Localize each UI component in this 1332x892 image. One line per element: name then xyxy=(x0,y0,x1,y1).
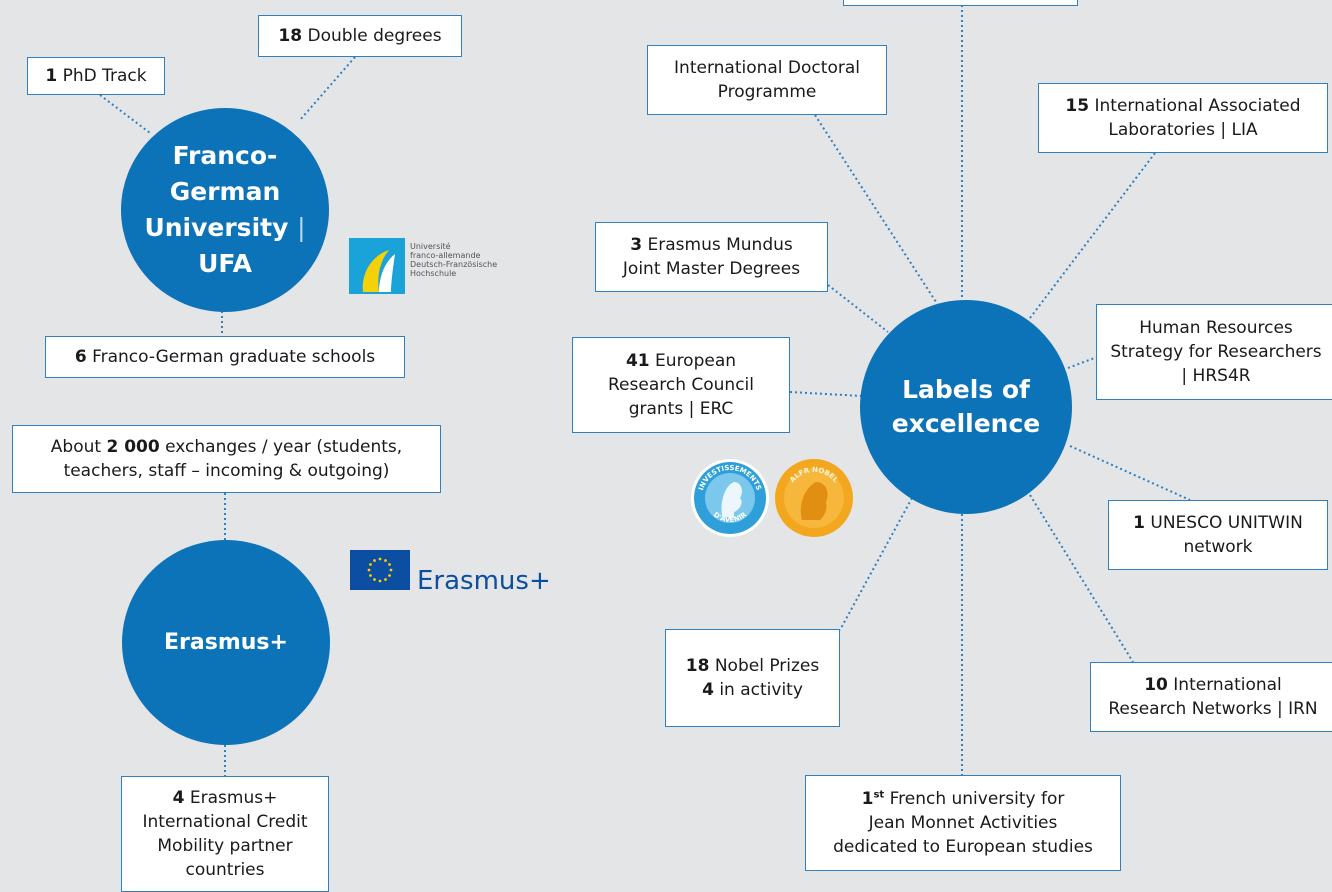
exchanges-box: About 2 000 exchanges / year (students, … xyxy=(12,425,441,493)
eu-star-icon xyxy=(373,578,376,581)
labels-title-line: Labels of xyxy=(902,375,1030,404)
eu-star-icon xyxy=(378,579,382,583)
erc-box: 41 European Research Council grants | ER… xyxy=(572,337,790,433)
svg-text:D'AVENIR: D'AVENIR xyxy=(712,510,749,524)
connector xyxy=(1067,356,1098,369)
lia-box: 15 International Associated Laboratories… xyxy=(1038,83,1328,153)
investissements-avenir-badge: INVESTISSEMENTS D'AVENIR xyxy=(690,458,770,538)
eu-star-icon xyxy=(373,559,376,562)
hrs4r-box: Human Resources Strategy for Researchers… xyxy=(1096,304,1332,400)
phd-track-box: 1 PhD Track xyxy=(27,57,165,95)
doctoral-box: International Doctoral Programme xyxy=(647,45,887,115)
eu-star-icon xyxy=(384,559,387,562)
graduate-schools-box: 6 Franco-German graduate schools xyxy=(45,336,405,378)
connector xyxy=(827,284,889,333)
ufa-title-line: University | xyxy=(144,213,306,242)
investissements-avenir-icon: INVESTISSEMENTS D'AVENIR xyxy=(691,459,769,537)
eu-star-icon xyxy=(369,574,372,577)
eu-star-icon xyxy=(388,563,391,566)
ufa-logo-text: Université franco-allemande Deutsch-Fran… xyxy=(410,242,498,278)
top-box-partial xyxy=(843,0,1078,6)
erasmus-logo-text: Erasmus+ xyxy=(417,566,551,596)
eu-flag-icon xyxy=(367,557,393,583)
eu-star-icon xyxy=(369,563,372,566)
ufa-title-line: German xyxy=(169,177,281,206)
connector xyxy=(789,391,863,397)
connector xyxy=(839,497,913,631)
connector xyxy=(1069,445,1191,501)
erasmus-title: Erasmus+ xyxy=(164,630,288,655)
double-degrees-box: 18 Double degrees xyxy=(258,15,462,57)
unesco-box: 1 UNESCO UNITWIN network xyxy=(1108,500,1328,570)
connector xyxy=(814,114,939,306)
labels-node: Labels of excellence xyxy=(860,300,1072,514)
connector xyxy=(299,56,356,121)
ufa-logo xyxy=(349,238,405,294)
erasmus-logo xyxy=(350,550,410,590)
nobel-box: 18 Nobel Prizes 4 in activity xyxy=(665,629,840,727)
ufa-logo-mark-icon xyxy=(362,250,395,292)
connector xyxy=(99,94,151,134)
ufa-node: Franco- German University | UFA xyxy=(121,108,329,312)
nobel-medal-badge: ALFR NOBEL xyxy=(774,458,854,538)
ufa-title-line: UFA xyxy=(198,249,252,278)
eu-star-icon xyxy=(378,557,382,561)
eu-star-icon xyxy=(388,574,391,577)
mundus-box: 3 Erasmus Mundus Joint Master Degrees xyxy=(595,222,828,292)
icm-box: 4 Erasmus+ International Credit Mobility… xyxy=(121,776,329,892)
eu-star-icon xyxy=(367,568,371,572)
nobel-medal-icon: ALFR NOBEL xyxy=(775,459,853,537)
ufa-title-line: Franco- xyxy=(172,141,278,170)
irn-box: 10 International Research Networks | IRN xyxy=(1090,662,1332,732)
eu-star-icon xyxy=(389,568,393,572)
connector xyxy=(1029,152,1156,319)
jean-monnet-box: 1st French university for Jean Monnet Ac… xyxy=(805,775,1121,871)
labels-title-line: excellence xyxy=(891,409,1041,438)
eu-star-icon xyxy=(384,578,387,581)
erasmus-node: Erasmus+ xyxy=(122,540,330,745)
